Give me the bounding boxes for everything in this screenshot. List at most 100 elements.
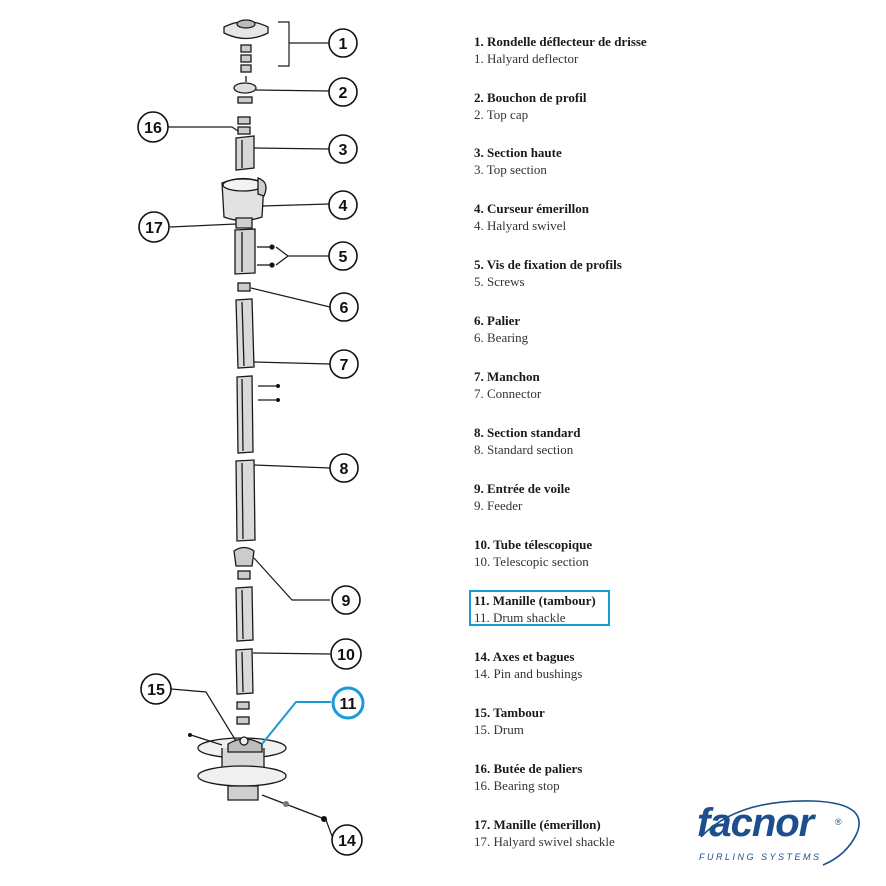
legend-fr: 5. Vis de fixation de profils (474, 257, 622, 272)
part-bearing (237, 282, 251, 292)
part-top-section (235, 135, 255, 171)
callout-7: 7 (329, 349, 359, 379)
legend-fr: 14. Axes et bagues (474, 649, 575, 664)
callout-1: 1 (328, 28, 358, 58)
legend-fr: 6. Palier (474, 313, 521, 328)
part-section-screws (234, 228, 275, 275)
legend-item-1: 1. Rondelle déflecteur de drisse 1. Halya… (474, 33, 804, 67)
callouts: 1 2 3 4 5 6 7 8 9 10 11 14 15 16 17 (137, 28, 365, 856)
legend-fr: 9. Entrée de voile (474, 481, 571, 496)
svg-text:17: 17 (145, 220, 163, 237)
legend-item-5: 5. Vis de fixation de profils 5. Screws (474, 256, 804, 290)
legend-item-9: 9. Entrée de voile 9. Feeder (474, 480, 804, 514)
legend-en: 8. Standard section (474, 442, 574, 457)
legend-en: 15. Drum (474, 722, 524, 737)
callout-17: 17 (138, 211, 170, 243)
legend-item-6: 6. Palier 6. Bearing (474, 312, 804, 346)
svg-text:11: 11 (340, 696, 357, 713)
callout-8: 8 (329, 453, 359, 483)
part-top-cap (233, 82, 257, 104)
svg-text:6: 6 (340, 300, 349, 317)
highlight-box-item-11 (469, 590, 610, 626)
legend-en: 14. Pin and bushings (474, 666, 583, 681)
legend-item-3: 3. Section haute 3. Top section (474, 144, 804, 178)
callout-10: 10 (330, 638, 362, 670)
part-bearing-stop (237, 116, 251, 135)
svg-text:16: 16 (144, 120, 162, 137)
callout-9: 9 (331, 585, 361, 615)
legend-en: 3. Top section (474, 162, 547, 177)
legend-item-15: 15. Tambour 15. Drum (474, 704, 804, 738)
legend-fr: 8. Section standard (474, 425, 581, 440)
legend-item-17: 17. Manille (émerillon) 17. Halyard swive… (474, 816, 804, 850)
part-halyard-deflector (223, 19, 269, 82)
part-standard-section (235, 375, 256, 542)
legend-fr: 2. Bouchon de profil (474, 90, 587, 105)
legend-item-4: 4. Curseur émerillon 4. Halyard swivel (474, 200, 804, 234)
legend-en: 7. Connector (474, 386, 542, 401)
legend-fr: 3. Section haute (474, 145, 562, 160)
facnor-logo: facnor ® FURLING SYSTEMS (697, 795, 867, 870)
legend-item-16: 16. Butée de paliers 16. Bearing stop (474, 760, 804, 794)
callout-6: 6 (329, 292, 359, 322)
callout-4: 4 (328, 190, 358, 220)
legend-item-7: 7. Manchon 7. Connector (474, 368, 804, 402)
svg-text:8: 8 (340, 461, 349, 478)
legend-item-14: 14. Axes et bagues 14. Pin and bushings (474, 648, 804, 682)
callout-15: 15 (140, 673, 172, 705)
legend-en: 10. Telescopic section (474, 554, 589, 569)
legend-fr: 17. Manille (émerillon) (474, 817, 601, 832)
callout-14: 14 (331, 824, 363, 856)
leader-lines (168, 21, 333, 837)
svg-text:10: 10 (337, 647, 355, 664)
legend-en: 1. Halyard deflector (474, 51, 579, 66)
part-loose-screws (258, 384, 280, 402)
legend-en: 2. Top cap (474, 107, 529, 122)
part-pin-bushings (261, 794, 327, 822)
part-connector (235, 298, 255, 369)
legend-item-8: 8. Section standard 8. Standard section (474, 424, 804, 458)
logo-wordmark: facnor (697, 801, 814, 845)
svg-text:3: 3 (339, 142, 348, 159)
callout-11: 11 (331, 686, 365, 720)
svg-text:9: 9 (342, 593, 351, 610)
part-drum-bearings (236, 701, 250, 725)
legend-fr: 1. Rondelle déflecteur de drisse (474, 34, 647, 49)
legend-item-11: 11. Manille (tambour) 11. Drum shackle (474, 592, 804, 626)
legend-en: 17. Halyard swivel shackle (474, 834, 615, 849)
callout-3: 3 (328, 134, 358, 164)
legend-en: 6. Bearing (474, 330, 529, 345)
legend-en: 5. Screws (474, 274, 525, 289)
svg-text:1: 1 (339, 36, 348, 53)
part-feeder (233, 546, 255, 580)
svg-text:7: 7 (340, 357, 349, 374)
logo-tagline: FURLING SYSTEMS (699, 852, 822, 862)
part-halyard-swivel (221, 177, 267, 229)
legend-en: 11. Drum shackle (474, 610, 566, 625)
legend-fr: 10. Tube télescopique (474, 537, 593, 552)
logo-swoosh-icon (700, 800, 860, 866)
callout-2: 2 (328, 77, 358, 107)
svg-text:5: 5 (339, 249, 348, 266)
svg-text:4: 4 (339, 198, 348, 215)
legend-en: 16. Bearing stop (474, 778, 560, 793)
legend-fr: 15. Tambour (474, 705, 545, 720)
legend-fr: 11. Manille (tambour) (474, 593, 596, 608)
legend-en: 4. Halyard swivel (474, 218, 567, 233)
part-telescopic (235, 586, 254, 695)
legend-en: 9. Feeder (474, 498, 523, 513)
svg-text:14: 14 (338, 833, 356, 850)
legend-fr: 16. Butée de paliers (474, 761, 583, 776)
callout-5: 5 (328, 241, 358, 271)
legend-fr: 7. Manchon (474, 369, 540, 384)
legend-item-10: 10. Tube télescopique 10. Telescopic sect… (474, 536, 804, 570)
legend-item-2: 2. Bouchon de profil 2. Top cap (474, 89, 804, 123)
svg-text:15: 15 (147, 682, 165, 699)
callout-16: 16 (137, 111, 169, 143)
parts-drawing (188, 19, 327, 822)
svg-text:2: 2 (339, 85, 348, 102)
part-drum (188, 733, 287, 801)
logo-registered: ® (835, 817, 842, 827)
legend-fr: 4. Curseur émerillon (474, 201, 589, 216)
